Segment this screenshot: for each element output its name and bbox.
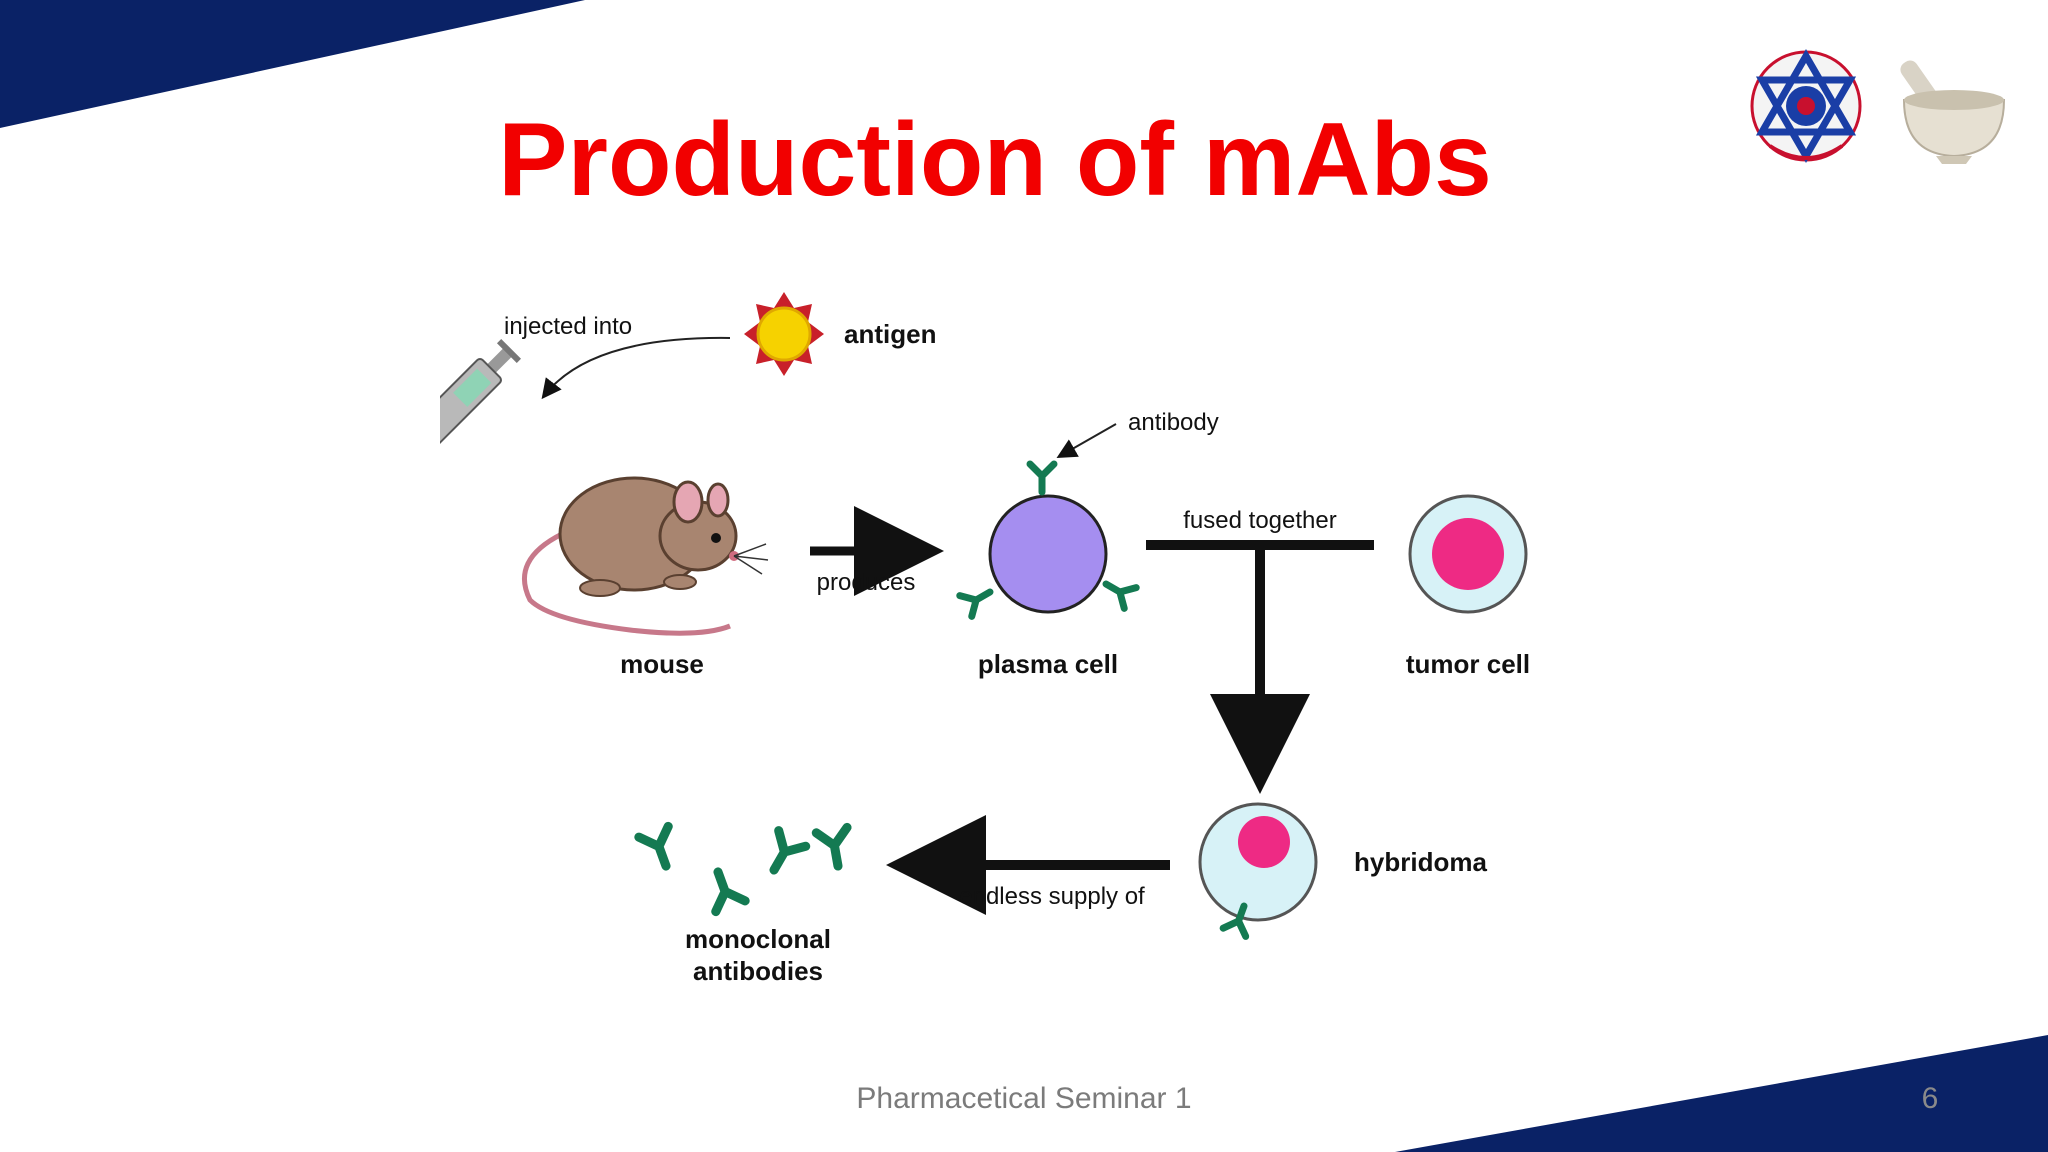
hybridoma-label: hybridoma xyxy=(1354,847,1487,877)
plasma-cell-label: plasma cell xyxy=(978,649,1118,679)
footer-text: Pharmacetical Seminar 1 xyxy=(856,1082,1192,1115)
monoclonal-label-line1: monoclonal xyxy=(685,924,831,954)
mortar-pestle-logo xyxy=(1900,60,2006,164)
endless-supply-label: endless supply of xyxy=(959,883,1145,910)
university-emblem-logo xyxy=(1750,49,1862,163)
antibody-pointer-arrow xyxy=(1056,423,1117,458)
injected-into-label: injected into xyxy=(504,313,632,340)
mouse-label: mouse xyxy=(620,649,704,679)
produces-label: produces xyxy=(817,569,916,596)
tumor-cell-label: tumor cell xyxy=(1406,649,1530,679)
mouse-icon xyxy=(521,476,769,636)
logos xyxy=(1750,49,2006,164)
top-left-band xyxy=(0,0,585,128)
fused-together-label: fused together xyxy=(1183,507,1336,534)
antigen-icon xyxy=(744,292,824,376)
hybridoma-cell-icon xyxy=(1198,802,1318,936)
bottom-right-band xyxy=(1395,1035,2048,1152)
syringe-icon xyxy=(440,338,522,451)
mab-production-diagram: injected into antigen xyxy=(440,292,1530,986)
slide-title: Production of mAbs xyxy=(498,102,1492,218)
monoclonal-label-line2: antibodies xyxy=(693,956,823,986)
antigen-label: antigen xyxy=(844,319,936,349)
plasma-cell-icon xyxy=(960,464,1136,616)
injected-curve-arrow xyxy=(541,336,731,400)
page-number: 6 xyxy=(1921,1082,1939,1115)
tumor-cell-icon xyxy=(1408,494,1528,614)
antibody-label: antibody xyxy=(1128,409,1219,436)
monoclonal-antibodies-icon xyxy=(639,826,853,911)
